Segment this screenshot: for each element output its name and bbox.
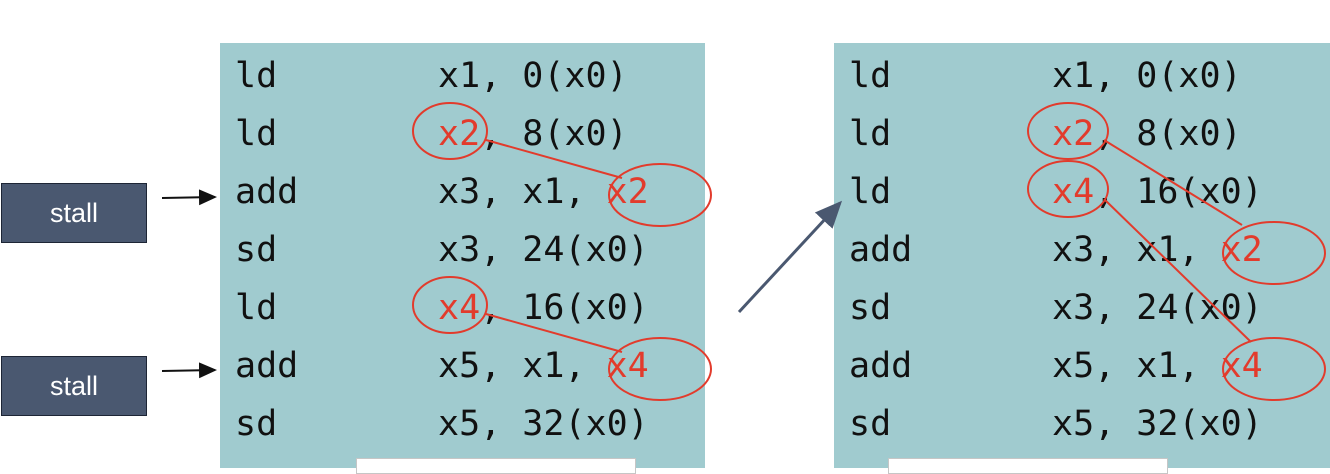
operands: x3, 24(x0) xyxy=(1052,279,1263,337)
operands: x3, x1, x2 xyxy=(438,163,649,221)
opcode: ld xyxy=(849,172,892,212)
instruction-row: ld x4, 16(x0) xyxy=(834,163,1330,221)
operand-text: x5, 32(x0) xyxy=(1052,404,1263,444)
opcode: add xyxy=(235,346,299,386)
stall-box-1: stall xyxy=(1,183,147,243)
operands: x5, 32(x0) xyxy=(438,395,649,453)
instruction-row: sd x3, 24(x0) xyxy=(834,279,1330,337)
transform-arrow xyxy=(737,200,843,314)
operands: x4, 16(x0) xyxy=(438,279,649,337)
instruction-row: ld x4, 16(x0) xyxy=(220,279,705,337)
instruction-row: ld x2, 8(x0) xyxy=(834,105,1330,163)
opcode: sd xyxy=(849,404,892,444)
opcode: ld xyxy=(849,56,892,96)
instruction-row: add x5, x1, x4 xyxy=(220,337,705,395)
dependent-register: x4 xyxy=(606,346,649,386)
stall-arrow-2 xyxy=(161,362,217,379)
operands: x5, x1, x4 xyxy=(438,337,649,395)
operand-text: , 16(x0) xyxy=(480,288,649,328)
instruction-row: add x3, x1, x2 xyxy=(220,163,705,221)
opcode: ld xyxy=(235,56,278,96)
operand-text: x3, x1, xyxy=(1052,230,1221,270)
caption-box-left xyxy=(356,458,636,474)
opcode: add xyxy=(235,172,299,212)
operands: x4, 16(x0) xyxy=(1052,163,1263,221)
opcode: sd xyxy=(235,230,278,270)
dependent-register: x4 xyxy=(1052,172,1095,212)
dependent-register: x2 xyxy=(438,114,481,154)
operands: x2, 8(x0) xyxy=(438,105,628,163)
stall-label: stall xyxy=(49,197,98,228)
operands: x2, 8(x0) xyxy=(1052,105,1242,163)
dependent-register: x4 xyxy=(1220,346,1263,386)
opcode: ld xyxy=(235,288,278,328)
operand-text: , 16(x0) xyxy=(1094,172,1263,212)
instruction-row: sd x5, 32(x0) xyxy=(220,395,705,453)
operands: x3, 24(x0) xyxy=(438,221,649,279)
caption-box-right xyxy=(888,458,1168,474)
dependent-register: x4 xyxy=(438,288,481,328)
operands: x1, 0(x0) xyxy=(438,47,628,105)
operand-text: x1, 0(x0) xyxy=(1052,56,1242,96)
opcode: ld xyxy=(235,114,278,154)
operand-text: , 8(x0) xyxy=(1094,114,1242,154)
operand-text: x5, x1, xyxy=(1052,346,1221,386)
operand-text: x3, 24(x0) xyxy=(438,230,649,270)
opcode: sd xyxy=(235,404,278,444)
operand-text: x3, 24(x0) xyxy=(1052,288,1263,328)
stall-arrow-1 xyxy=(161,189,217,206)
opcode: ld xyxy=(849,114,892,154)
stall-label: stall xyxy=(49,370,98,401)
operand-text: x5, x1, xyxy=(438,346,607,386)
dependent-register: x2 xyxy=(1220,230,1263,270)
dependent-register: x2 xyxy=(606,172,649,212)
dependent-register: x2 xyxy=(1052,114,1095,154)
operand-text: x5, 32(x0) xyxy=(438,404,649,444)
operands: x1, 0(x0) xyxy=(1052,47,1242,105)
operands: x5, x1, x4 xyxy=(1052,337,1263,395)
instruction-row: ld x1, 0(x0) xyxy=(220,47,705,105)
stall-box-2: stall xyxy=(1,356,147,416)
operands: x3, x1, x2 xyxy=(1052,221,1263,279)
instruction-row: ld x1, 0(x0) xyxy=(834,47,1330,105)
opcode: sd xyxy=(849,288,892,328)
opcode: add xyxy=(849,346,913,386)
operand-text: x1, 0(x0) xyxy=(438,56,628,96)
operand-text: , 8(x0) xyxy=(480,114,628,154)
instruction-row: ld x2, 8(x0) xyxy=(220,105,705,163)
operands: x5, 32(x0) xyxy=(1052,395,1263,453)
opcode: add xyxy=(849,230,913,270)
instruction-row: sd x5, 32(x0) xyxy=(834,395,1330,453)
instruction-row: sd x3, 24(x0) xyxy=(220,221,705,279)
instruction-row: add x3, x1, x2 xyxy=(834,221,1330,279)
operand-text: x3, x1, xyxy=(438,172,607,212)
instruction-row: add x5, x1, x4 xyxy=(834,337,1330,395)
